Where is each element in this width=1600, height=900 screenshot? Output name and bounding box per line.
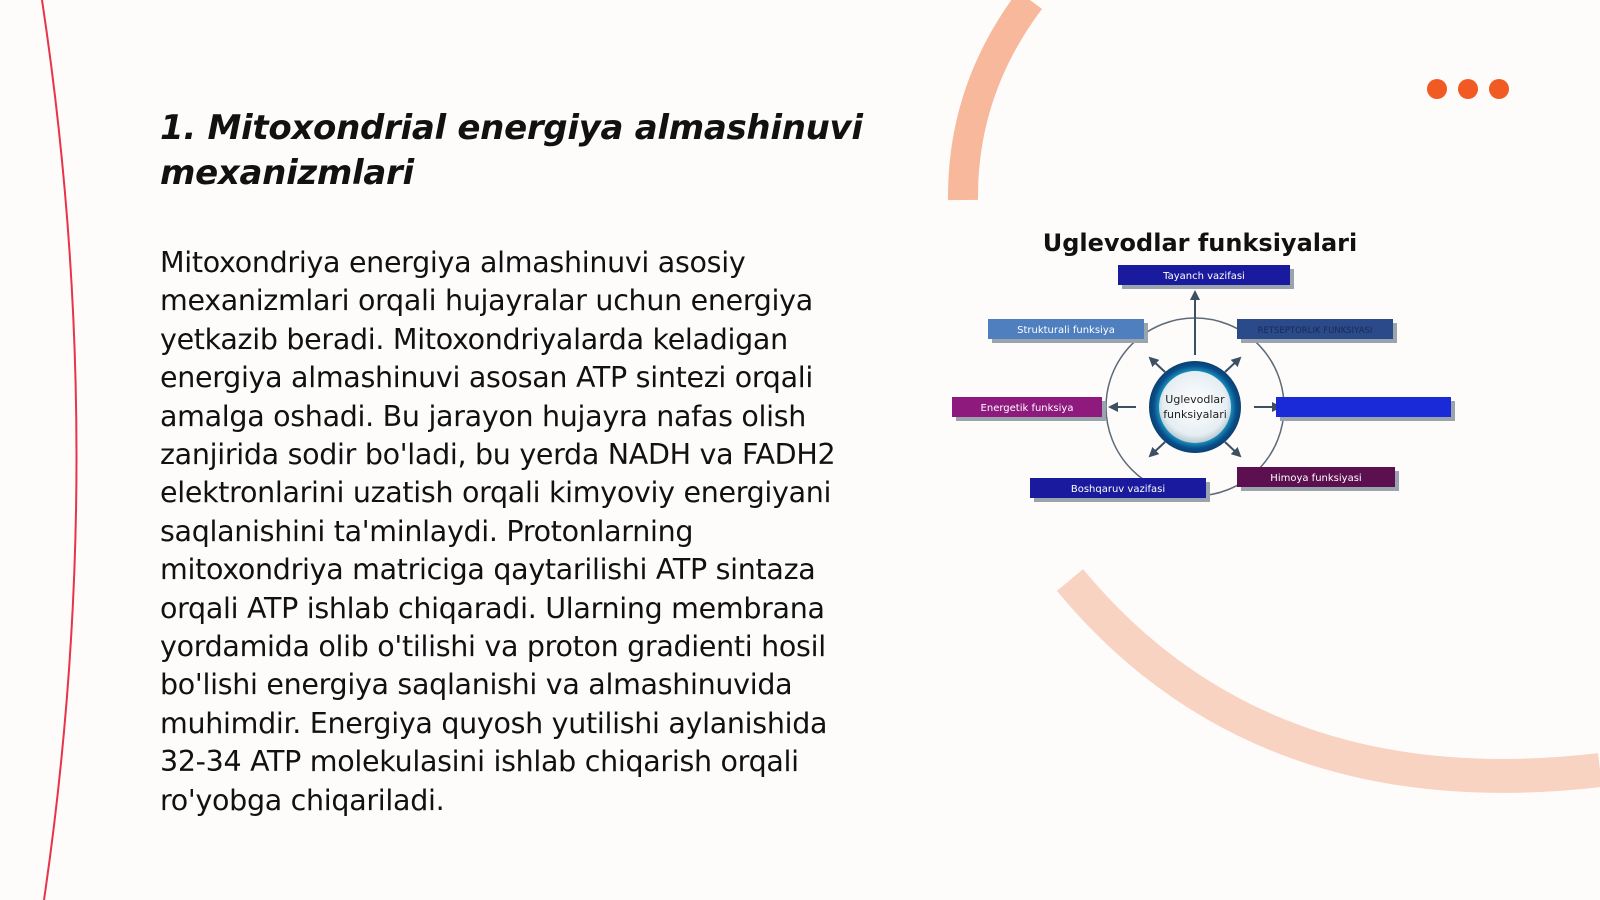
dot xyxy=(1427,79,1447,99)
box-himoya-label: Himoya funksiyasi xyxy=(1270,473,1361,484)
top-orange-arc xyxy=(947,0,1043,201)
box-boshqaruv-label: Boshqaruv vazifasi xyxy=(1071,484,1165,495)
diagram-title: Uglevodlar funksiyalari xyxy=(1042,229,1358,257)
box-strukturali: Strukturali funksiya xyxy=(988,319,1148,343)
left-red-curve xyxy=(41,0,78,900)
box-tayanch-label: Tayanch vazifasi xyxy=(1162,271,1245,282)
box-tayanch: Tayanch vazifasi xyxy=(1118,265,1294,289)
box-retseptorlik: RETSEPTORLIK FUNKSIYASI xyxy=(1237,319,1397,343)
box-energetik-label: Energetik funksiya xyxy=(981,403,1074,414)
menu-dots-icon xyxy=(1427,79,1509,99)
box-retseptorlik-label: RETSEPTORLIK FUNKSIYASI xyxy=(1258,326,1373,336)
center-disc xyxy=(1159,371,1231,443)
center-label-line1: Uglevodlar xyxy=(1165,393,1225,406)
bottom-orange-arc xyxy=(1056,569,1600,793)
slide-title: 1. Mitoxondrial energiya almashinuvi mex… xyxy=(160,108,863,193)
box-right xyxy=(1276,397,1455,421)
connector-arrows xyxy=(1108,290,1282,458)
box-himoya: Himoya funksiyasi xyxy=(1237,467,1399,491)
dot xyxy=(1489,79,1509,99)
box-strukturali-label: Strukturali funksiya xyxy=(1017,325,1115,336)
slide-body-text: Mitoxondriya energiya almashinuvi asosiy… xyxy=(160,246,836,817)
box-energetik: Energetik funksiya xyxy=(952,397,1106,421)
carbohydrate-functions-diagram: Uglevodlar funksiyalari Tayanch vazifasi… xyxy=(952,265,1455,502)
box-boshqaruv: Boshqaruv vazifasi xyxy=(1030,478,1210,502)
center-label-line2: funksiyalari xyxy=(1163,408,1227,421)
dot xyxy=(1458,79,1478,99)
